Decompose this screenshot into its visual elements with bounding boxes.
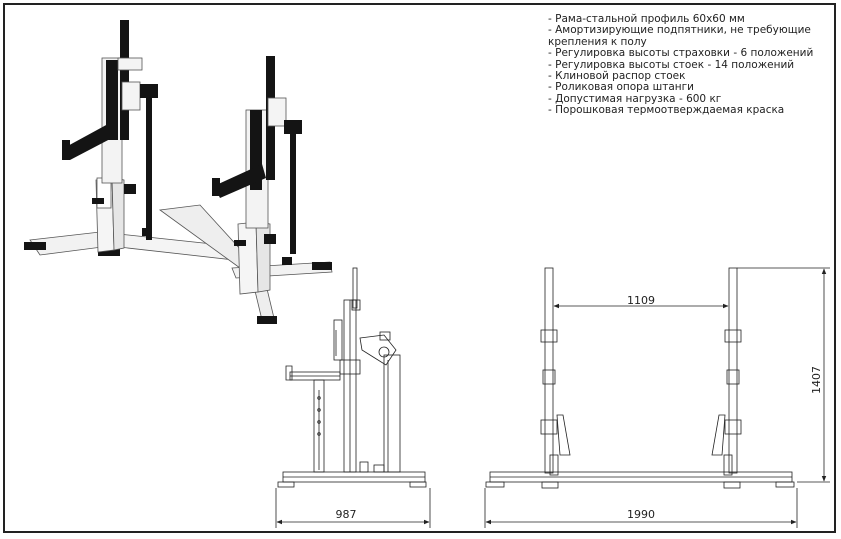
spec-item: - Рама-стальной профиль 60х60 мм <box>548 13 745 25</box>
front-view-drawing <box>484 267 830 528</box>
front-total-width-label: 1990 <box>627 508 655 521</box>
spec-item: - Регулировка высоты страховки - 6 полож… <box>548 47 814 60</box>
side-depth-label: 987 <box>336 508 357 521</box>
spec-item: - Клиновой распор стоек <box>548 70 686 83</box>
front-inner-width-label: 1109 <box>627 294 655 307</box>
side-view-drawing <box>275 267 431 528</box>
front-height-label: 1407 <box>810 366 823 394</box>
spec-item: - Амортизирующие подпятники, не требующи… <box>548 24 811 48</box>
spec-list: - Рама-стальной профиль 60х60 мм - Аморт… <box>548 13 828 117</box>
spec-item: - Роликовая опора штанги <box>548 81 694 94</box>
spec-item: - Порошковая термоотверждаемая краска <box>548 104 785 117</box>
rack-3d-render <box>24 20 333 324</box>
spec-item: - Допустимая нагрузка - 600 кг <box>548 92 722 105</box>
spec-item: - Регулировка высоты стоек - 14 положени… <box>548 58 795 71</box>
